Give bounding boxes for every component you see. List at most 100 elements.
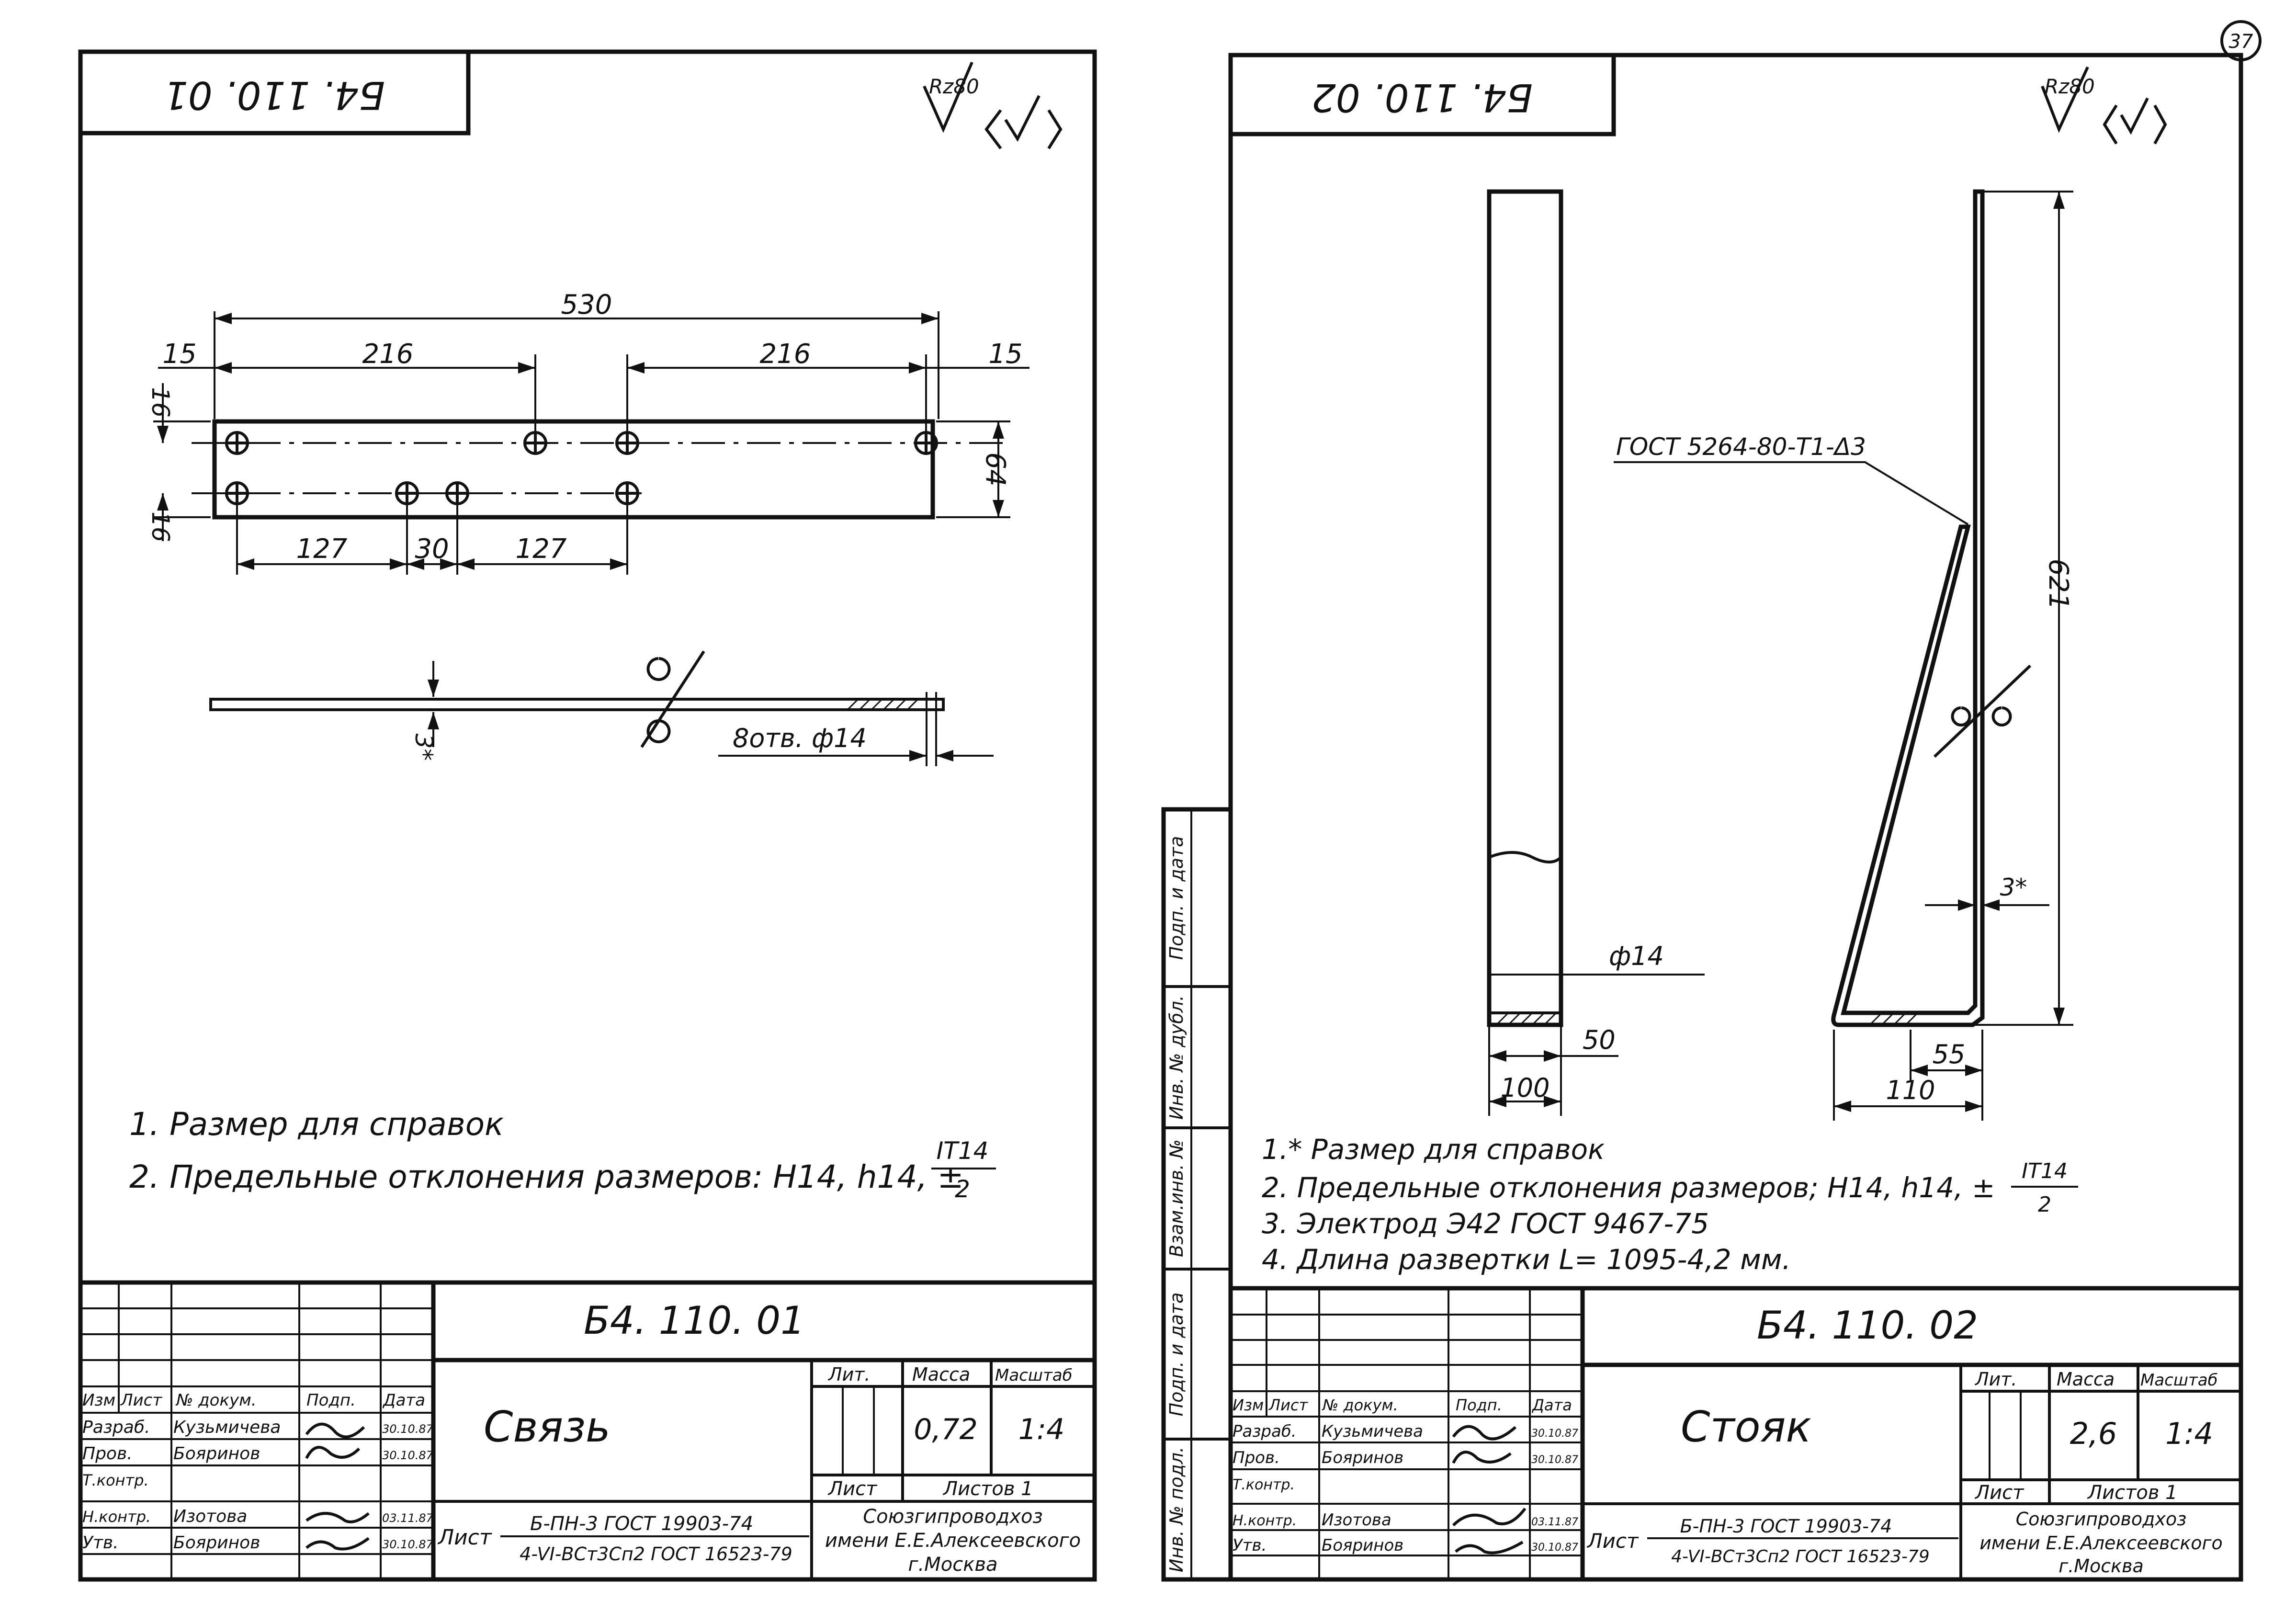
dim-top-spacing-right: 216 bbox=[760, 339, 811, 370]
tb2-label-lit: Лит. bbox=[1974, 1369, 2017, 1390]
stamp-sign-date-1: Подп. и дата bbox=[1166, 836, 1187, 960]
side-profile bbox=[209, 698, 945, 711]
sheet-1-note-2: 2. Предельные отклонения размеров: Н14, … bbox=[129, 1158, 964, 1195]
sheet-2-note-4: 4. Длина развертки L= 1095-4,2 мм. bbox=[1262, 1243, 1791, 1276]
side-stamp: Подп. и дата Инв. № дубл. Взам.инв. № По… bbox=[1161, 807, 1233, 1582]
tb2-name-prov: Бояринов bbox=[1322, 1448, 1403, 1467]
tb2-date-utv: 30.10.87 bbox=[1531, 1542, 1578, 1554]
tb1-org-line-2: имени Е.Е.Алексеевского bbox=[825, 1530, 1081, 1552]
sheet-2-note-1: 1.* Размер для справок bbox=[1262, 1133, 1605, 1166]
tb2-mass-value: 2,6 bbox=[2070, 1416, 2117, 1451]
dim-bottom-spacing-left: 127 bbox=[296, 533, 348, 565]
tb2-part-name: Стояк bbox=[1681, 1402, 1811, 1452]
tb2-name-razrab: Кузьмичева bbox=[1322, 1422, 1423, 1441]
tb2-label-mass: Масса bbox=[2057, 1369, 2115, 1390]
tb1-header-date: Дата bbox=[382, 1391, 425, 1410]
tb2-role-utv: Утв. bbox=[1233, 1536, 1267, 1555]
sheet-1-mirrored-code: Б4. 110. 01 bbox=[164, 73, 385, 117]
holes-callout: 8отв. ф14 bbox=[733, 723, 867, 753]
tb2-header-izm: Изм bbox=[1233, 1396, 1264, 1414]
stamp-replace-inv: Взам.инв. № bbox=[1166, 1139, 1187, 1257]
tb1-header-izm: Изм bbox=[82, 1391, 115, 1410]
tb1-org-line-3: г.Москва bbox=[908, 1554, 998, 1576]
tb2-name-nkontr: Изотова bbox=[1322, 1510, 1391, 1530]
tb1-header-sign: Подп. bbox=[306, 1391, 356, 1410]
dim-foot-short: 55 bbox=[1933, 1039, 1966, 1069]
sheet-number: 37 bbox=[2229, 31, 2253, 53]
tb1-label-sheet: Лист bbox=[827, 1478, 878, 1500]
tb2-header-sign: Подп. bbox=[1456, 1396, 1502, 1414]
sheet-1-tolerance-denominator: 2 bbox=[955, 1175, 970, 1203]
tb2-date-razrab: 30.10.87 bbox=[1531, 1428, 1578, 1440]
tb2-date-nkontr: 03.11.87 bbox=[1531, 1516, 1578, 1528]
tb2-header-date: Дата bbox=[1531, 1396, 1572, 1414]
tb1-name-nkontr: Изотова bbox=[173, 1507, 247, 1526]
dim-overall-length: 530 bbox=[561, 289, 612, 320]
tb2-label-scale: Масштаб bbox=[2140, 1371, 2218, 1390]
stamp-dup-inv: Инв. № дубл. bbox=[1166, 995, 1187, 1120]
sheet-2-frame bbox=[1228, 53, 2243, 1582]
tb2-role-tkontr: Т.контр. bbox=[1233, 1476, 1295, 1493]
sheet-1: Б4. 110. 01 Rz80 bbox=[78, 49, 1097, 1582]
stand-side-view: 621 3* 55 110 ГОСТ 5264-80-Т1-Δ3 bbox=[1614, 189, 2074, 1121]
tb2-label-sheets: Листов 1 bbox=[2087, 1482, 2178, 1504]
tb2-org-line-2: имени Е.Е.Алексеевского bbox=[1979, 1532, 2223, 1554]
tb1-signatures bbox=[305, 1422, 370, 1551]
plate-top-view: 530 15 216 216 15 16 16 64 127 30 127 bbox=[147, 289, 1029, 575]
dim-bottom-spacing-mid: 30 bbox=[415, 533, 449, 565]
dim-top-spacing-left: 216 bbox=[362, 339, 414, 370]
plate-outline bbox=[212, 419, 935, 520]
sheet-1-tolerance-numerator: IT14 bbox=[937, 1137, 989, 1165]
tb1-date-razrab: 30.10.87 bbox=[382, 1422, 434, 1436]
dim-thickness: 3* bbox=[410, 734, 438, 761]
tb1-mass-value: 0,72 bbox=[914, 1413, 978, 1446]
tb1-designation: Б4. 110. 01 bbox=[584, 1298, 805, 1343]
tb2-header-doc: № докум. bbox=[1322, 1396, 1398, 1414]
tb1-material-bottom: 4-VI-ВСт3Сп2 ГОСТ 16523-79 bbox=[520, 1544, 792, 1565]
dim-width: 64 bbox=[980, 452, 1011, 486]
tb1-role-utv: Утв. bbox=[82, 1533, 119, 1553]
stamp-orig-inv: Инв. № подл. bbox=[1166, 1447, 1187, 1572]
tb2-date-prov: 30.10.87 bbox=[1531, 1454, 1578, 1466]
tb1-role-razrab: Разраб. bbox=[82, 1418, 150, 1437]
tb1-header-doc: № докум. bbox=[175, 1391, 257, 1410]
sheet-2: 37 Б4. 110. 02 Rz80 ф14 50 100 bbox=[1161, 20, 2262, 1582]
tb1-label-lit: Лит. bbox=[827, 1364, 871, 1385]
stamp-sign-date-2: Подп. и дата bbox=[1166, 1293, 1187, 1417]
tb1-date-nkontr: 03.11.87 bbox=[382, 1511, 434, 1525]
dim-bottom-spacing-right: 127 bbox=[516, 533, 567, 565]
sheet-2-title-block: Изм Лист № докум. Подп. Дата Разраб. Куз… bbox=[1228, 1286, 2243, 1582]
tb1-name-utv: Бояринов bbox=[173, 1533, 260, 1553]
tb1-label-sheets: Листов 1 bbox=[942, 1478, 1033, 1500]
roughness-label-2: Rz80 bbox=[2045, 75, 2095, 98]
sheet-1-code-box bbox=[78, 49, 471, 136]
tb2-signatures bbox=[1452, 1425, 1527, 1555]
tb2-role-nkontr: Н.контр. bbox=[1233, 1512, 1297, 1529]
sheet-2-code-box bbox=[1228, 53, 1616, 136]
sheet-1-note-1: 1. Размер для справок bbox=[129, 1106, 504, 1143]
sheet-2-tolerance-numerator: IT14 bbox=[2022, 1159, 2068, 1183]
roughness-symbol-1: Rz80 bbox=[923, 61, 1063, 149]
tb2-material-bottom: 4-VI-ВСт3Сп2 ГОСТ 16523-79 bbox=[1671, 1547, 1930, 1566]
tb1-part-name: Связь bbox=[484, 1402, 611, 1452]
tb1-name-razrab: Кузьмичева bbox=[173, 1418, 281, 1437]
dim-end-offset-right: 15 bbox=[988, 339, 1022, 370]
tb1-scale-value: 1:4 bbox=[1018, 1413, 1065, 1446]
tb2-header-list: Лист bbox=[1268, 1396, 1308, 1414]
tb2-material-prefix: Лист bbox=[1586, 1529, 1639, 1553]
tb1-date-utv: 30.10.87 bbox=[382, 1538, 434, 1551]
tb1-material-prefix: Лист bbox=[437, 1525, 492, 1550]
stand-front-view: ф14 50 100 bbox=[1487, 189, 1705, 1116]
tb1-org-line-1: Союзгипроводхоз bbox=[863, 1506, 1043, 1528]
tb1-role-tkontr: Т.контр. bbox=[82, 1471, 149, 1489]
tb2-material-top: Б-ПН-3 ГОСТ 19903-74 bbox=[1680, 1516, 1892, 1537]
sheet-1-frame bbox=[78, 49, 1097, 1582]
roughness-symbol-2: Rz80 bbox=[2041, 66, 2167, 145]
tb2-label-sheet: Лист bbox=[1974, 1482, 2025, 1504]
tb1-role-nkontr: Н.контр. bbox=[82, 1508, 151, 1526]
dim-side-thickness: 3* bbox=[2000, 874, 2027, 901]
sheet-2-note-3: 3. Электрод Э42 ГОСТ 9467-75 bbox=[1262, 1207, 1709, 1240]
tb2-scale-value: 1:4 bbox=[2165, 1416, 2213, 1451]
tb2-name-utv: Бояринов bbox=[1322, 1536, 1403, 1555]
